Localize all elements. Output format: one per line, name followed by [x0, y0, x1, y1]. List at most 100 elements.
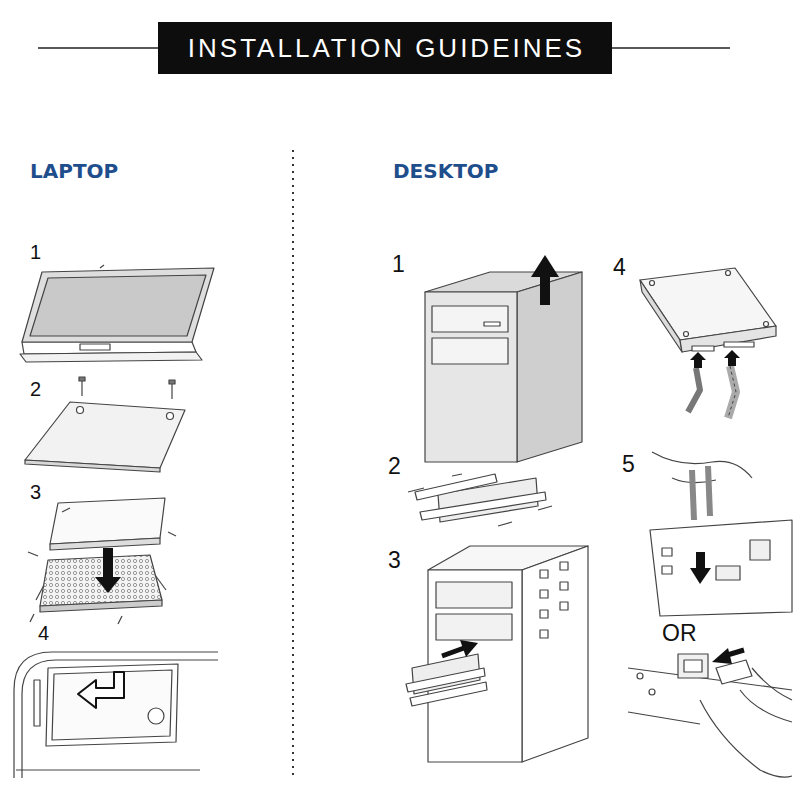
motherboard-connect-part — [690, 568, 711, 584]
motherboard-connect-part — [752, 668, 792, 700]
motherboard-connect-part — [662, 566, 672, 574]
hard-drive-cables-part — [764, 322, 769, 327]
ssd-into-tray-part — [36, 585, 44, 600]
open-case-part — [560, 562, 568, 570]
desktop-tower-part — [425, 292, 517, 462]
ssd-into-tray-part — [95, 577, 121, 593]
laptop-cover-part — [25, 402, 185, 468]
open-case-part — [540, 610, 548, 618]
ssd-into-tray-part — [155, 575, 166, 590]
laptop-cover-part — [81, 381, 82, 396]
open-case-part — [410, 682, 487, 706]
hard-drive-cables-part — [728, 366, 736, 418]
open-case-part — [460, 640, 478, 657]
open-case-part — [540, 630, 548, 638]
motherboard-connect-part — [628, 668, 792, 690]
ssd-into-tray-part — [28, 552, 38, 556]
laptop-bay-part — [148, 708, 164, 724]
laptop-closed-part — [30, 275, 206, 336]
laptop-bay-part — [22, 660, 218, 778]
motherboard-connect — [628, 452, 792, 777]
laptop-bay-part — [16, 769, 200, 770]
step-number: 5 — [622, 451, 635, 477]
motherboard-connect-part — [716, 566, 740, 580]
motherboard-connect-part — [678, 654, 708, 678]
title-rule-part — [38, 47, 160, 49]
ssd-into-tray-part — [62, 508, 70, 512]
laptop-bay-part — [52, 670, 172, 740]
motherboard-connect-part — [716, 660, 752, 684]
motherboard-connect-part — [708, 466, 710, 516]
desktop-tower — [425, 255, 582, 462]
desktop-tower-part — [540, 275, 550, 305]
laptop-bay-part — [14, 652, 218, 778]
drive-bracket-part — [408, 488, 424, 492]
desktop-tower-part — [432, 338, 508, 364]
desktop-tower-part — [531, 255, 559, 277]
hard-drive-cables-part — [684, 332, 689, 337]
step-number: 3 — [388, 547, 401, 573]
drive-bracket-part — [452, 474, 462, 476]
hard-drive-cables-part — [688, 368, 700, 412]
motherboard-connect-part — [637, 673, 643, 679]
step-number: 1 — [392, 251, 405, 277]
hard-drive-cables-part — [690, 352, 706, 360]
step-number: 4 — [38, 622, 49, 645]
hard-drive-cables-part — [724, 342, 754, 347]
ssd-into-tray-part — [30, 614, 34, 622]
drive-bracket-part — [498, 522, 512, 526]
step-number: 4 — [613, 254, 626, 280]
hard-drive-cables-part — [726, 271, 731, 276]
laptop-closed — [20, 265, 214, 362]
open-case-part — [560, 582, 568, 590]
laptop-cover — [25, 377, 185, 472]
laptop-closed-part — [22, 268, 214, 342]
step-number: 2 — [30, 378, 41, 401]
laptop-bay — [14, 652, 218, 778]
hard-drive-cables-part — [728, 366, 736, 418]
hard-drive-cables-part — [724, 350, 740, 358]
section-heading: DESKTOP — [393, 160, 498, 183]
divider-dotted — [293, 150, 294, 775]
laptop-cover-part — [25, 460, 160, 472]
ssd-into-tray-part — [168, 532, 176, 536]
laptop-cover-part — [77, 407, 84, 414]
hard-drive-cables — [640, 268, 776, 418]
ssd-into-tray-part — [40, 555, 162, 606]
open-case-part — [522, 546, 588, 762]
motherboard-connect-part — [692, 470, 694, 520]
ssd-into-tray-part — [50, 498, 165, 544]
open-case-part — [436, 582, 512, 608]
hard-drive-cables-part — [640, 280, 682, 352]
laptop-cover-part — [171, 384, 172, 399]
laptop-cover-part — [169, 380, 175, 384]
ssd-into-tray — [28, 498, 176, 624]
motherboard-connect-part — [740, 690, 792, 722]
laptop-closed-part — [100, 265, 104, 268]
open-case-part — [560, 602, 568, 610]
ssd-into-tray-part — [40, 600, 162, 612]
open-case-part — [436, 614, 512, 640]
motherboard-connect-part — [750, 540, 770, 560]
desktop-tower-part — [484, 322, 500, 326]
motherboard-connect-part — [662, 548, 672, 556]
hard-drive-cables-part — [650, 281, 655, 286]
ssd-into-tray-part — [118, 616, 122, 624]
open-case-part — [442, 648, 464, 656]
motherboard-connect-part — [652, 452, 752, 478]
hard-drive-cables-part — [692, 346, 714, 351]
open-case-part — [540, 590, 548, 598]
desktop-tower-part — [517, 272, 582, 462]
laptop-bay-part — [34, 680, 40, 726]
laptop-bay-part — [78, 672, 124, 708]
drive-bracket-part — [420, 492, 546, 520]
motherboard-connect-part — [649, 689, 655, 695]
ssd-into-tray-part — [103, 548, 113, 578]
motherboard-connect-part — [700, 700, 792, 777]
hard-drive-cables-part — [680, 326, 776, 352]
or-note: OR — [662, 620, 697, 646]
section-heading: LAPTOP — [30, 160, 118, 183]
desktop-tower-part — [432, 306, 508, 332]
